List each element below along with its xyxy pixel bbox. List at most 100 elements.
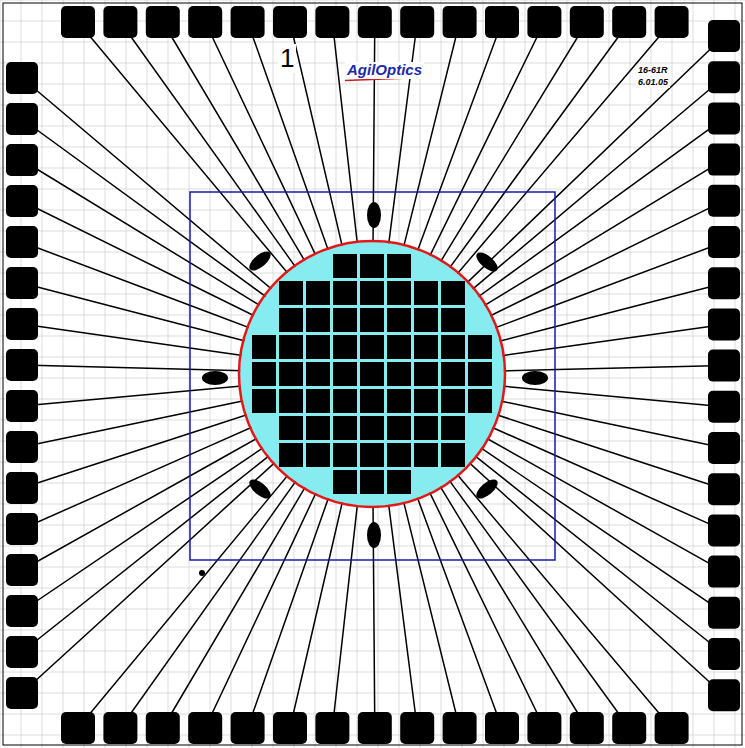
- bond-pad: [358, 712, 392, 744]
- support-post: [473, 476, 501, 502]
- aperture-circle: [239, 241, 505, 507]
- trace-line: [461, 455, 724, 695]
- electrode: [441, 281, 465, 305]
- bond-pad: [231, 712, 265, 744]
- electrode: [360, 308, 384, 332]
- electrode: [441, 389, 465, 413]
- bond-pad: [358, 6, 392, 38]
- electrode: [414, 281, 438, 305]
- electrode: [387, 281, 411, 305]
- trace-line: [22, 78, 280, 297]
- trace-line: [22, 242, 260, 332]
- electrode: [414, 308, 438, 332]
- electrode: [306, 443, 330, 467]
- trace-line: [480, 201, 724, 321]
- bond-pad: [103, 712, 137, 744]
- grid-line: [0, 693, 745, 694]
- grid-line: [651, 0, 652, 748]
- bond-pad: [6, 267, 38, 299]
- electrode: [360, 281, 384, 305]
- trace-line: [425, 482, 545, 728]
- support-post: [367, 522, 381, 548]
- electrode: [387, 308, 411, 332]
- bond-pad: [527, 712, 561, 744]
- bond-pad: [708, 61, 740, 93]
- grid-line: [0, 168, 745, 169]
- traces: [22, 22, 724, 728]
- electrode: [360, 443, 384, 467]
- electrode: [360, 416, 384, 440]
- bond-pad: [708, 391, 740, 423]
- bond-pad: [6, 431, 38, 463]
- trace-line: [491, 385, 724, 407]
- bond-pad: [315, 6, 349, 38]
- trace-line: [22, 449, 278, 652]
- trace-line: [443, 22, 629, 277]
- mirror-outline-square: [190, 192, 555, 560]
- bond-pad: [146, 6, 180, 38]
- electrode: [441, 416, 465, 440]
- electrode: [414, 389, 438, 413]
- bond-pad: [188, 712, 222, 744]
- trace-line: [488, 283, 724, 344]
- trace-line: [477, 433, 724, 572]
- trace-line: [163, 22, 311, 271]
- bond-pad: [6, 144, 38, 176]
- trace-line: [22, 441, 273, 611]
- electrode: [279, 416, 303, 440]
- bond-pad: [655, 712, 689, 744]
- trace-line: [22, 324, 253, 357]
- electrode: [360, 362, 384, 386]
- bond-pad: [708, 473, 740, 505]
- bond-pad: [612, 712, 646, 744]
- trace-line: [22, 423, 262, 529]
- trace-line: [401, 22, 460, 258]
- electrode: [306, 308, 330, 332]
- trace-line: [482, 423, 724, 531]
- trace-line: [22, 399, 255, 447]
- electrode: [414, 443, 438, 467]
- grid-line: [0, 105, 745, 106]
- electrode: [333, 281, 357, 305]
- trace-line: [332, 493, 358, 728]
- electrode: [252, 335, 276, 359]
- bond-pad: [570, 6, 604, 38]
- bond-pad: [315, 712, 349, 744]
- bond-pad: [146, 712, 180, 744]
- bond-pad: [570, 712, 604, 744]
- bond-pad: [708, 267, 740, 299]
- electrode: [468, 389, 492, 413]
- bond-pad: [708, 226, 740, 258]
- grid-line: [0, 0, 1, 748]
- trace-line: [332, 22, 358, 255]
- grid-line: [147, 0, 148, 748]
- electrode: [441, 308, 465, 332]
- bond-pad: [6, 390, 38, 422]
- electrode: [306, 335, 330, 359]
- bond-pad: [708, 308, 740, 340]
- bond-pad: [6, 636, 38, 668]
- bond-pad: [708, 432, 740, 464]
- trace-line: [469, 118, 724, 303]
- bond-pad: [231, 6, 265, 38]
- bond-pad: [6, 554, 38, 586]
- bond-pad: [708, 597, 740, 629]
- electrode: [360, 254, 384, 278]
- bond-pad: [61, 6, 95, 38]
- electrode: [387, 443, 411, 467]
- grid-line: [693, 0, 694, 748]
- grid-line: [0, 189, 745, 190]
- bond-pad: [6, 62, 38, 94]
- grid-line: [672, 0, 673, 748]
- trace-line: [492, 366, 724, 372]
- bond-pad: [708, 679, 740, 711]
- grid-line: [630, 0, 631, 748]
- electrode: [387, 335, 411, 359]
- electrode: [387, 470, 411, 494]
- grid-line: [0, 147, 745, 148]
- support-post: [246, 476, 274, 502]
- trace-line: [22, 283, 256, 344]
- electrode: [279, 389, 303, 413]
